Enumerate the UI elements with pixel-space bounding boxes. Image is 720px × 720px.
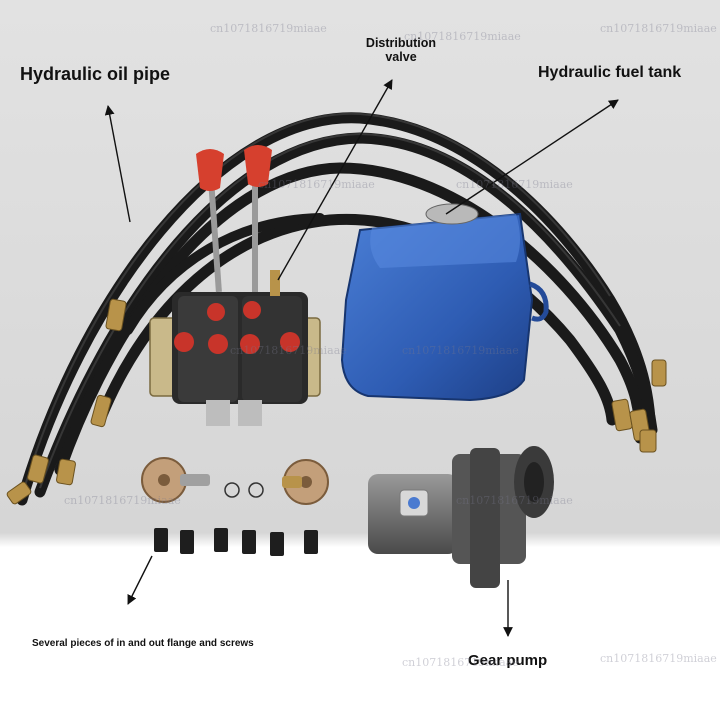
hose-highlights bbox=[21, 112, 621, 497]
distribution-valve-label-line1: Distribution bbox=[365, 36, 437, 50]
watermark: cn1071816719miaae bbox=[64, 494, 181, 507]
watermark: cn1071816719miaae bbox=[230, 344, 347, 357]
hydraulic-fuel-tank bbox=[340, 203, 549, 402]
watermark: cn1071816719miaae bbox=[600, 652, 717, 665]
watermark: cn1071816719miaae bbox=[404, 30, 521, 43]
hydraulic-oil-pipe-label: Hydraulic oil pipe bbox=[20, 64, 171, 84]
hose-fittings bbox=[6, 298, 667, 505]
watermark: cn1071816719miaae bbox=[210, 22, 327, 35]
distribution-valve-label: Distribution valve bbox=[356, 36, 446, 64]
gear-pump bbox=[368, 446, 554, 588]
annotation-arrows bbox=[104, 79, 619, 637]
watermark: cn1071816719miaae bbox=[456, 178, 573, 191]
watermark: cn1071816719miaae bbox=[456, 494, 573, 507]
hydraulic-fuel-tank-label: Hydraulic fuel tank bbox=[538, 64, 682, 81]
distribution-valve-label-line2: valve bbox=[385, 50, 417, 64]
gear-pump-label: Gear pump bbox=[468, 652, 548, 669]
flanges bbox=[141, 457, 329, 505]
distribution-valve bbox=[149, 145, 321, 426]
screws bbox=[154, 528, 318, 556]
watermark: cn1071816719miaae bbox=[600, 22, 717, 35]
watermark: cn1071816719miaae bbox=[402, 344, 519, 357]
watermark: cn1071816719miaae bbox=[402, 656, 519, 669]
flange-and-screws-label: Several pieces of in and out flange and … bbox=[32, 638, 254, 649]
watermark: cn1071816719miaae bbox=[258, 178, 375, 191]
